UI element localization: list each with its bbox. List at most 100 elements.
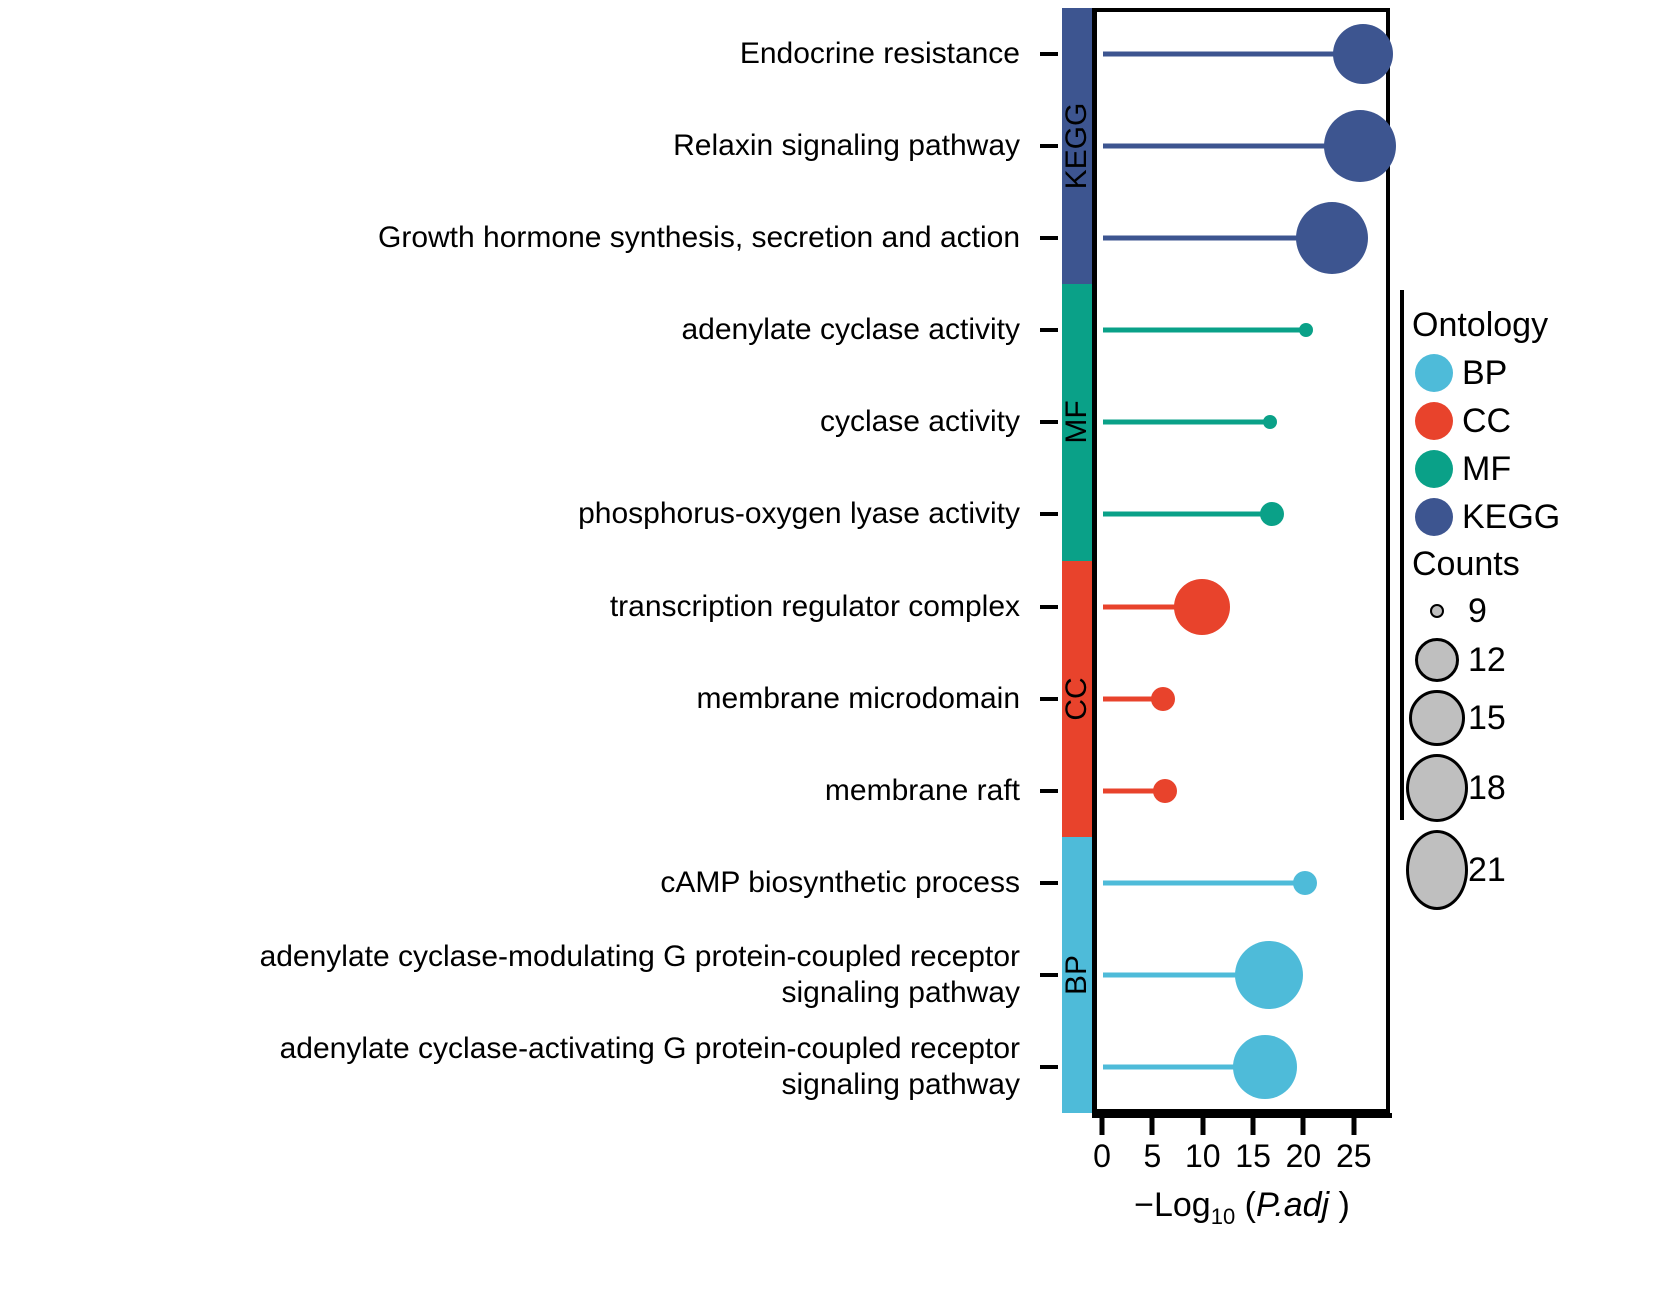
counts-legend-label: 18 [1468,769,1506,807]
category-tick [1040,512,1058,517]
legend-divider [1400,290,1404,820]
counts-legend-item[interactable]: 15 [1406,686,1520,750]
lollipop-stem [1103,143,1360,149]
category-tick [1040,604,1058,609]
category-tick [1040,52,1058,57]
x-axis-tick [1300,1118,1306,1135]
category-label: adenylate cyclase-modulating G protein-c… [259,939,1020,1009]
category-tick [1040,696,1058,701]
x-axis-title-italic: P.adj [1255,1186,1330,1224]
counts-legend-item[interactable]: 9 [1406,588,1520,634]
lollipop-stem [1103,419,1271,425]
lollipop-stem [1103,696,1164,702]
category-label: membrane microdomain [696,681,1020,715]
ontology-legend-label: MF [1462,450,1512,488]
legend-swatch-wrap [1406,354,1462,392]
category-tick [1040,880,1058,885]
ontology-band-label: KEGG [1060,102,1093,190]
ontology-band-bp: BP [1060,836,1093,1113]
ontology-legend-title: Ontology [1412,306,1549,344]
counts-legend-label: 15 [1468,699,1506,737]
lollipop-dot[interactable] [1332,24,1393,85]
category-label: adenylate cyclase activity [681,313,1021,347]
category-tick [1040,1064,1058,1069]
lollipop-dot[interactable] [1260,502,1285,527]
category-tick [1040,144,1058,149]
ontology-legend-item[interactable]: BP [1406,349,1560,397]
x-axis-tick [1099,1118,1105,1135]
ontology-band-kegg: KEGG [1060,8,1093,285]
lollipop-stem [1103,511,1273,517]
category-label: cAMP biosynthetic process [660,865,1020,899]
x-axis-tick [1351,1118,1357,1135]
lollipop-stem [1103,604,1202,610]
lollipop-dot[interactable] [1235,940,1304,1009]
category-label: adenylate cyclase-activating G protein-c… [279,1031,1020,1101]
ontology-legend: Ontology BP CC MF KEGG [1406,306,1560,541]
lollipop-dot[interactable] [1153,778,1178,803]
ontology-legend-item[interactable]: MF [1406,445,1560,493]
plot-area [1097,12,1396,1109]
category-tick [1040,788,1058,793]
legend-swatch-wrap [1406,498,1462,536]
x-axis-tick-label: 25 [1335,1138,1372,1174]
x-axis-title-open: ( [1235,1186,1256,1224]
ontology-legend-items: BP CC MF KEGG [1406,349,1560,541]
lollipop-stem [1103,1064,1266,1070]
lollipop-stem [1103,51,1363,57]
counts-legend-item[interactable]: 21 [1406,826,1520,914]
ontology-legend-circle-icon [1415,402,1453,440]
ontology-band-strip: KEGG MF CC BP [1060,8,1093,1113]
ontology-band-label: CC [1060,676,1093,721]
lollipop-dot[interactable] [1323,110,1396,183]
x-axis-tick [1250,1118,1256,1135]
ontology-legend-label: CC [1462,402,1512,440]
counts-legend-label: 12 [1468,641,1506,679]
x-axis-tick [1200,1118,1206,1135]
x-axis-tick-label: 0 [1093,1138,1111,1174]
ontology-legend-circle-icon [1415,450,1453,488]
category-label: membrane raft [824,773,1020,807]
x-axis-title-close: ) [1329,1186,1350,1224]
counts-swatch-wrap [1406,604,1468,618]
category-tick [1040,328,1058,333]
x-axis-tick-label: 10 [1184,1138,1221,1174]
lollipop-dot[interactable] [1293,870,1318,895]
lollipop-dot[interactable] [1233,1034,1298,1099]
counts-swatch-wrap [1406,754,1468,822]
ontology-band-label: BP [1060,954,1093,995]
lollipop-dot[interactable] [1299,323,1314,338]
counts-legend-item[interactable]: 18 [1406,750,1520,826]
lollipop-dot[interactable] [1295,202,1368,275]
counts-legend-circle-icon [1406,754,1468,822]
ontology-legend-circle-icon [1415,354,1453,392]
ontology-legend-item[interactable]: KEGG [1406,493,1560,541]
category-label: phosphorus-oxygen lyase activity [578,497,1020,531]
x-axis-title-subscript: 10 [1210,1203,1236,1229]
x-axis-tick-label: 15 [1235,1138,1271,1174]
ontology-band-mf: MF [1060,284,1093,561]
category-label: cyclase activity [819,405,1020,439]
ontology-legend-label: KEGG [1462,498,1561,536]
counts-legend-label: 21 [1468,851,1506,889]
lollipop-stem [1103,235,1332,241]
lollipop-stem [1103,327,1307,333]
category-tick [1040,236,1058,241]
lollipop-stem [1103,972,1270,978]
plot-panel [1092,8,1396,1113]
lollipop-dot[interactable] [1173,578,1230,635]
counts-legend-circle-icon [1409,690,1465,746]
lollipop-dot[interactable] [1263,415,1278,430]
category-tick [1040,972,1058,977]
lollipop-stem [1103,788,1166,794]
counts-legend-item[interactable]: 12 [1406,634,1520,686]
ontology-legend-label: BP [1462,354,1508,392]
counts-legend-circle-icon [1415,638,1459,682]
category-label: transcription regulator complex [609,589,1020,623]
counts-legend-items: 9 12 15 18 21 [1406,588,1520,914]
counts-swatch-wrap [1406,690,1468,746]
ontology-legend-item[interactable]: CC [1406,397,1560,445]
lollipop-dot[interactable] [1151,686,1176,711]
